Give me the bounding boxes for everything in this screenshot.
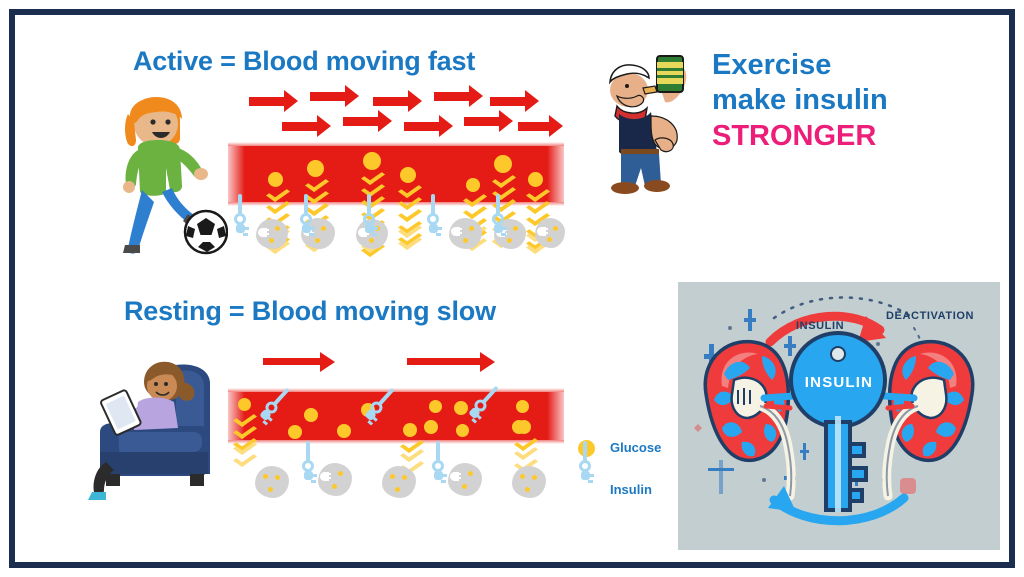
body-cell <box>318 463 352 496</box>
blood-flow-arrow <box>434 85 483 107</box>
body-cell <box>256 219 288 249</box>
blood-flow-arrow <box>310 85 359 107</box>
blood-flow-arrow <box>404 115 453 137</box>
body-cell <box>448 463 482 496</box>
glucose-particle <box>456 424 469 437</box>
message-line-3: STRONGER <box>712 119 877 152</box>
blood-flow-arrow <box>282 115 331 137</box>
legend-item-glucose: Glucose <box>574 432 684 468</box>
blood-vessel-active <box>228 142 564 206</box>
glucose-particle <box>429 400 442 413</box>
resting-scene-heading: Resting = Blood moving slow <box>124 296 496 326</box>
kidney-key-label: INSULIN <box>804 374 874 391</box>
glucose-particle <box>403 423 417 437</box>
glucose-particle <box>400 167 416 183</box>
kidney-insulin-arrow-label: INSULIN <box>796 320 845 332</box>
blood-flow-arrow <box>263 351 335 372</box>
glucose-particle <box>304 408 318 422</box>
body-cell <box>301 218 335 249</box>
glucose-uptake-chevrons <box>232 438 258 467</box>
blood-flow-arrow <box>249 90 298 112</box>
glucose-particle <box>454 401 468 415</box>
glucose-particle <box>516 400 529 413</box>
glucose-particle <box>466 178 480 192</box>
blood-flow-arrow <box>373 90 422 112</box>
glucose-particle <box>307 160 324 177</box>
kidney-insulin-diagram-panel: INSULIN DEACTIVATION INSULIN <box>678 282 1000 550</box>
kidney-deactivation-label: DEACTIVATION <box>886 310 975 322</box>
body-cell <box>382 466 416 498</box>
legend: Glucose Insulin <box>574 432 684 504</box>
body-cell <box>512 466 546 498</box>
glucose-particle <box>363 152 381 170</box>
glucose-particle <box>517 420 531 434</box>
blood-flow-arrow <box>490 90 539 112</box>
kidney-diagram-graphic <box>678 282 1000 550</box>
glucose-particle <box>268 172 283 187</box>
exercise-message: Exercise make insulin STRONGER <box>712 48 1012 154</box>
glucose-particle <box>238 398 251 411</box>
body-cell <box>255 466 289 498</box>
blood-vessel-resting <box>228 388 564 444</box>
message-line-2: make insulin <box>712 84 888 117</box>
glucose-particle <box>288 425 302 439</box>
blood-flow-arrow <box>407 351 495 372</box>
blood-flow-arrow <box>464 110 513 132</box>
legend-label-insulin: Insulin <box>610 482 652 497</box>
child-playing-soccer-icon <box>123 97 228 255</box>
glucose-particle <box>337 424 351 438</box>
popeye-spinach-icon <box>609 55 687 194</box>
glucose-uptake-chevrons <box>397 221 423 250</box>
child-sitting-armchair-tablet-icon <box>88 361 210 500</box>
glucose-particle <box>494 155 512 173</box>
blood-flow-arrow <box>518 115 563 137</box>
active-scene-heading: Active = Blood moving fast <box>133 46 476 76</box>
body-cell <box>535 218 565 248</box>
legend-item-insulin: Insulin <box>574 441 684 504</box>
message-line-1: Exercise <box>712 49 832 81</box>
glucose-particle <box>528 172 543 187</box>
legend-label-glucose: Glucose <box>610 440 662 455</box>
glucose-particle <box>424 420 438 434</box>
blood-flow-arrow <box>343 110 392 132</box>
body-cell <box>449 218 482 249</box>
